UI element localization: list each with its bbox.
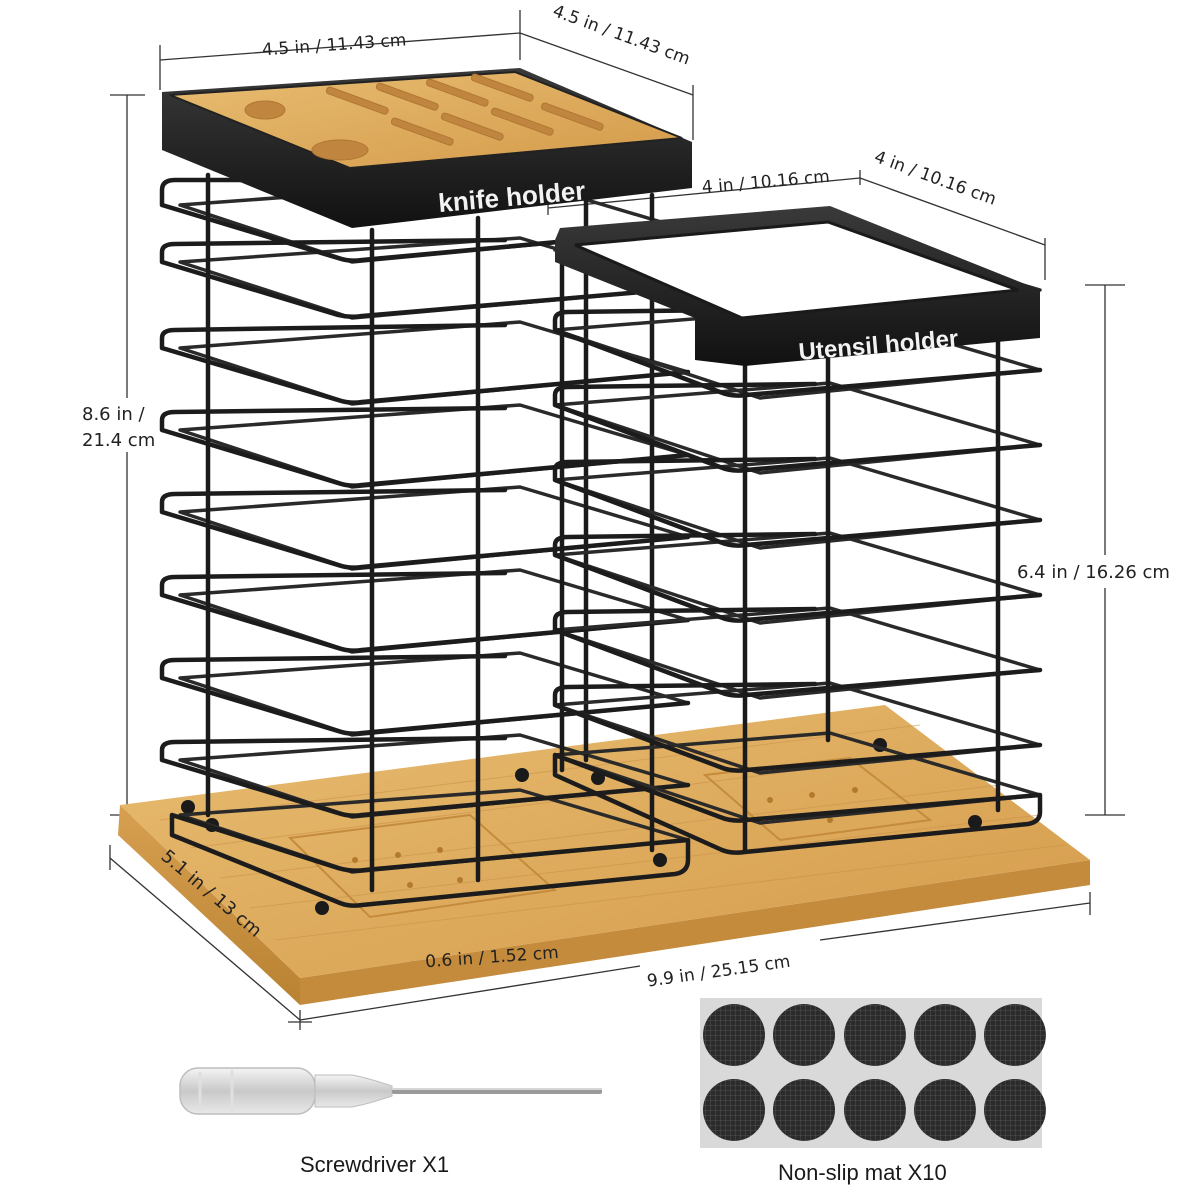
dim-total-height-line1: 8.6 in / bbox=[82, 404, 145, 425]
dim-total-height-line2: 21.4 cm bbox=[82, 430, 155, 451]
dim-knife-width: 4.5 in / 11.43 cm bbox=[261, 30, 406, 60]
screwdriver-icon bbox=[179, 1067, 602, 1115]
knife-holder-cage bbox=[159, 172, 691, 908]
screwdriver-label: Screwdriver X1 bbox=[300, 1152, 449, 1177]
knife-holder-top: knife holder bbox=[162, 68, 692, 228]
dim-utensil-depth: 4 in / 10.16 cm bbox=[872, 147, 999, 210]
dim-base-width: 9.9 in / 25.15 cm bbox=[646, 952, 792, 992]
utensil-holder-rim: Utensil holder bbox=[555, 206, 1040, 366]
dim-utensil-height: 6.4 in / 16.26 cm bbox=[1017, 562, 1170, 583]
dim-knife-depth: 4.5 in / 11.43 cm bbox=[550, 1, 693, 69]
non-slip-mat-sheet bbox=[700, 998, 1046, 1148]
dim-utensil-width: 4 in / 10.16 cm bbox=[701, 167, 830, 198]
non-slip-mat-label: Non-slip mat X10 bbox=[778, 1160, 947, 1185]
mat-pad-icons bbox=[703, 1004, 1046, 1141]
